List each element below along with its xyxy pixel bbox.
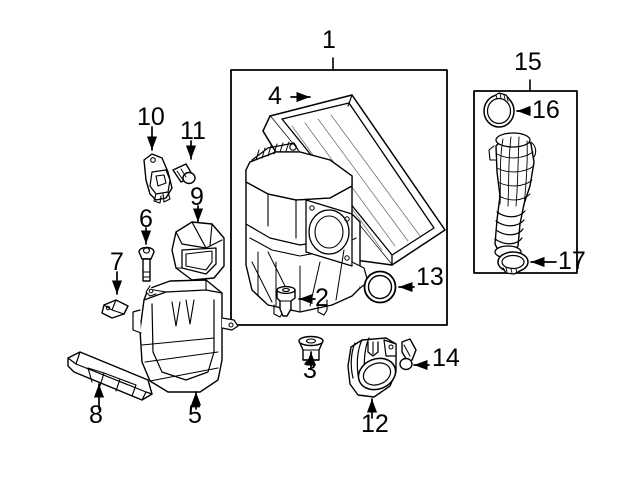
part-mounting-bracket <box>143 153 173 204</box>
callout-label-7[interactable]: 7 <box>110 248 124 276</box>
callout-label-4[interactable]: 4 <box>268 82 282 110</box>
callout-label-5[interactable]: 5 <box>188 401 202 429</box>
part-mounting-bolt <box>138 246 155 282</box>
callout-label-13[interactable]: 13 <box>416 263 444 291</box>
callout-label-10[interactable]: 10 <box>137 103 165 131</box>
part-retaining-clip <box>101 299 129 319</box>
callout-label-15[interactable]: 15 <box>514 48 542 76</box>
part-intake-resonator-duct <box>67 351 153 401</box>
part-seal-o-ring <box>363 270 397 304</box>
callout-label-16[interactable]: 16 <box>532 96 560 124</box>
part-insulator-grommet <box>298 335 324 361</box>
callout-label-3[interactable]: 3 <box>303 356 317 384</box>
part-intake-hose-assembly <box>488 132 537 259</box>
callout-label-6[interactable]: 6 <box>139 205 153 233</box>
part-upper-hose-clamp <box>483 92 515 128</box>
part-air-inlet-duct <box>171 221 225 281</box>
part-air-outlet-tube <box>347 337 397 398</box>
callout-label-17[interactable]: 17 <box>558 247 586 275</box>
part-bracket-bolt <box>172 163 196 185</box>
callout-label-8[interactable]: 8 <box>89 401 103 429</box>
callout-label-11[interactable]: 11 <box>180 117 206 145</box>
part-upper-air-cleaner-housing <box>245 141 369 318</box>
callout-label-2[interactable]: 2 <box>315 284 329 312</box>
part-mounting-grommet <box>276 285 296 317</box>
part-lower-air-cleaner-housing <box>132 279 239 393</box>
callout-label-1[interactable]: 1 <box>322 26 336 54</box>
part-lower-hose-clamp <box>497 251 529 275</box>
callout-leaders <box>93 91 557 419</box>
callout-label-12[interactable]: 12 <box>361 410 389 438</box>
callout-label-14[interactable]: 14 <box>432 344 460 372</box>
callout-label-9[interactable]: 9 <box>190 183 204 211</box>
part-clamp-screw <box>399 338 417 371</box>
